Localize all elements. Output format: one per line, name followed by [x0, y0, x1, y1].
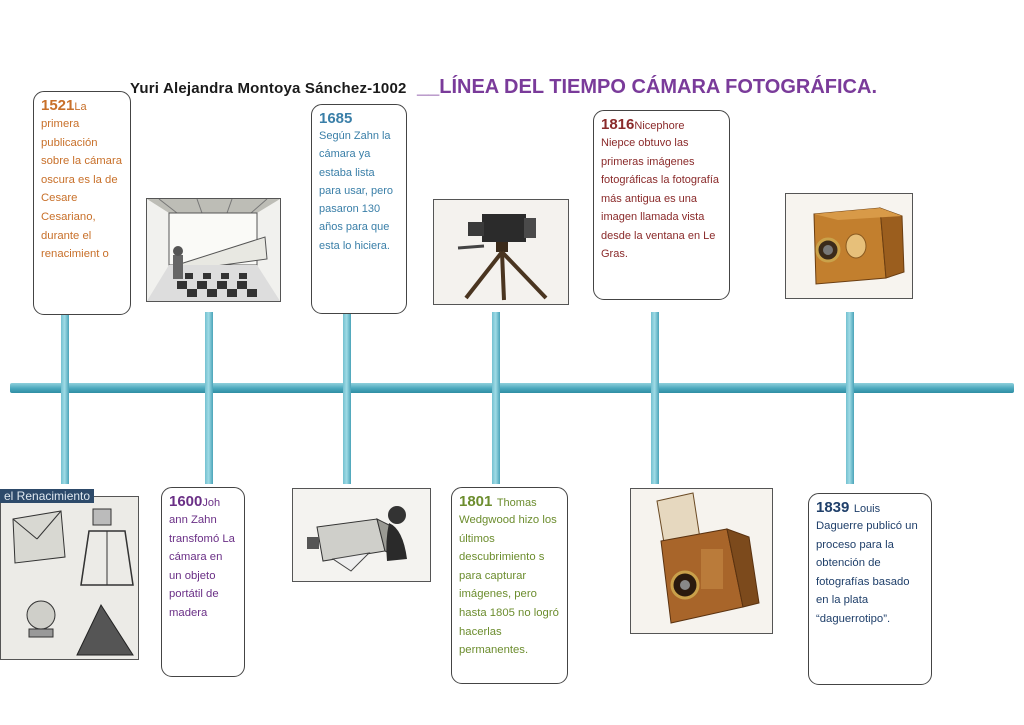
reflex-box-camera-image: [630, 488, 773, 634]
timeline-stem: [61, 312, 69, 484]
event-year: 1600: [169, 493, 203, 510]
event-year: 1839: [816, 499, 850, 516]
event-year: 1801: [459, 493, 493, 510]
camera-obscura-room-image: [146, 198, 281, 302]
timeline-stem: [492, 312, 500, 484]
tripod-camera-image: [433, 199, 569, 305]
timeline-stem: [846, 312, 854, 484]
event-text: Según Zahn la cámara ya estaba lista par…: [319, 130, 393, 252]
event-1521: 1521La primera publicación sobre la cáma…: [33, 91, 131, 315]
event-text: Niepce obtuvo las primeras imágenes foto…: [601, 137, 720, 260]
event-year: 1816: [601, 116, 635, 133]
renaissance-caption: el Renacimiento: [0, 489, 95, 503]
author-name: Yuri Alejandra Montoya Sánchez-1002: [130, 80, 407, 97]
header: Yuri Alejandra Montoya Sánchez-1002 __LÍ…: [130, 76, 877, 99]
portable-camera-man-image: [292, 488, 431, 582]
timeline-axis: [10, 383, 1014, 393]
event-text: Daguerre publicó un proceso para la obte…: [816, 520, 918, 625]
event-lead: Louis: [853, 503, 881, 515]
event-1839: 1839 Louis Daguerre publicó un proceso p…: [808, 493, 932, 685]
event-1685: 1685 Según Zahn la cámara ya estaba list…: [311, 104, 407, 314]
event-lead: Joh: [202, 497, 221, 509]
event-text: primera publicación sobre la cámara oscu…: [41, 118, 122, 261]
timeline-stem: [205, 312, 213, 484]
event-year: 1521: [41, 97, 75, 114]
event-1801: 1801 Thomas Wedgwood hizo los últimos de…: [451, 487, 568, 684]
event-text: Wedgwood hizo los últimos descubrimiento…: [459, 514, 559, 657]
event-1600: 1600Joh ann Zahn transfomó La cámara en …: [161, 487, 245, 677]
event-lead: Nicephore: [634, 120, 685, 132]
timeline-stem: [651, 312, 659, 484]
renaissance-camera-engraving-image: [0, 496, 139, 660]
event-year: 1685: [319, 110, 353, 127]
event-text: ann Zahn transfomó La cámara en un objet…: [169, 514, 235, 619]
timeline-stem: [343, 312, 351, 484]
event-lead: Thomas: [496, 497, 537, 509]
page-title: __LÍNEA DEL TIEMPO CÁMARA FOTOGRÁFICA.: [416, 76, 878, 98]
event-lead: La: [74, 101, 87, 113]
event-1816: 1816Nicephore Niepce obtuvo las primeras…: [593, 110, 730, 300]
wooden-box-camera-image: [785, 193, 913, 299]
